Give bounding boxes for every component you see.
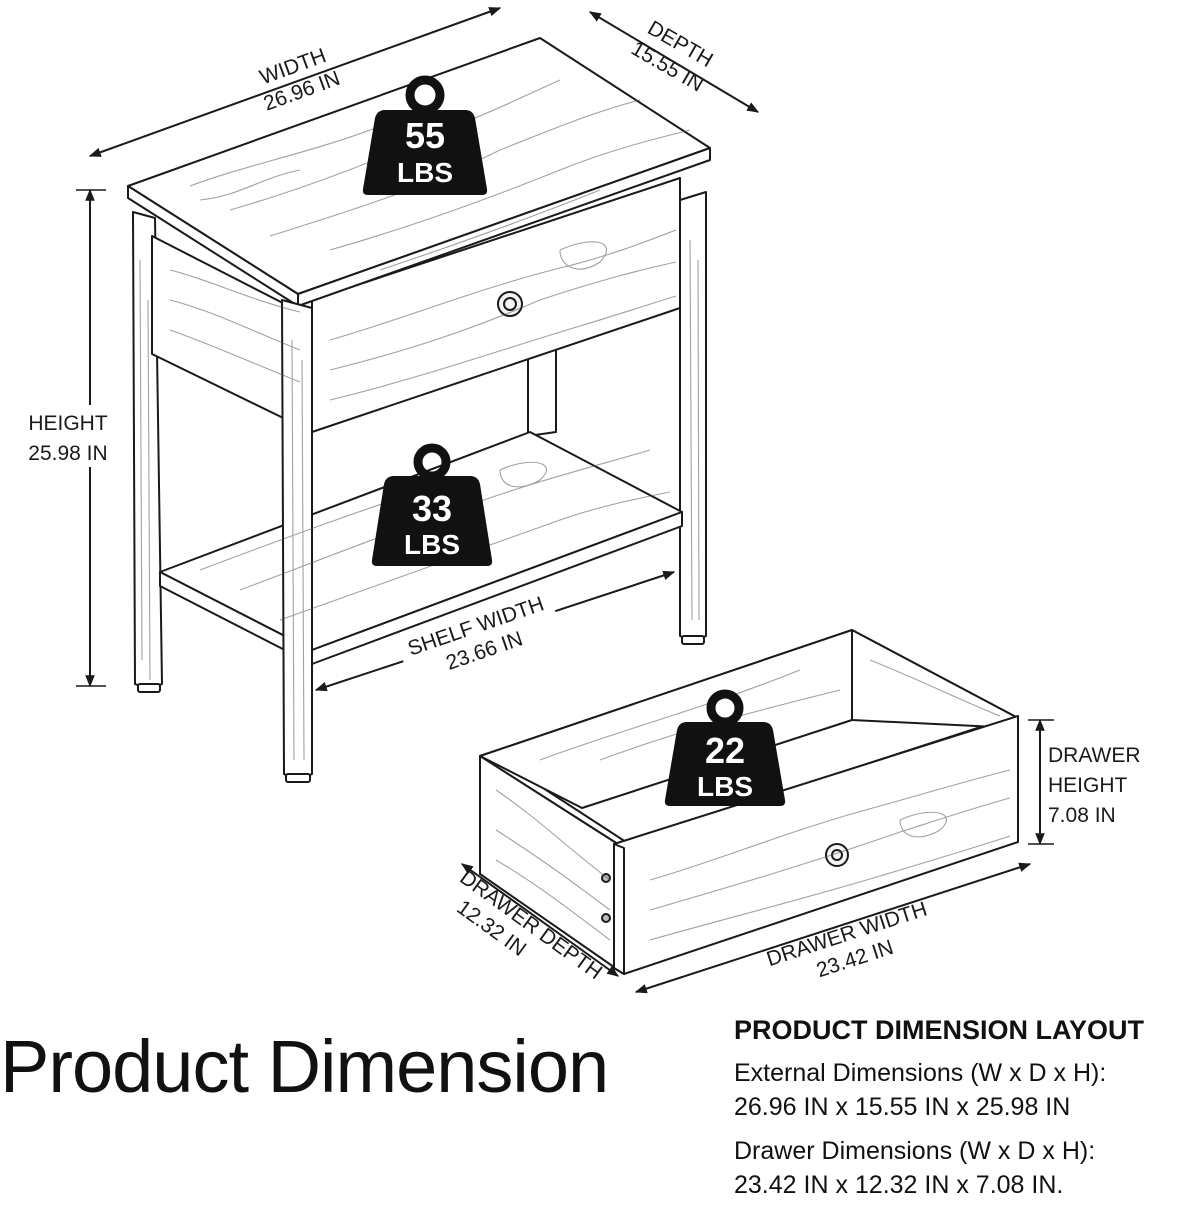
weight-drawer-unit: LBS bbox=[697, 771, 753, 802]
external-dimensions-value: 26.96 IN x 15.55 IN x 25.98 IN bbox=[734, 1093, 1071, 1121]
right-back-leg bbox=[679, 191, 707, 640]
page-title: Product Dimension bbox=[0, 1025, 609, 1108]
dimension-ticks bbox=[76, 189, 1054, 845]
width-label: WIDTH 26.96 IN bbox=[257, 44, 343, 115]
back-leg bbox=[527, 347, 557, 437]
weight-drawer-value: 22 bbox=[705, 730, 745, 771]
drawer-height-label-text-1: DRAWER bbox=[1048, 744, 1141, 767]
drawer-width-arrow bbox=[634, 862, 1032, 994]
drawer-height-label-text-2: HEIGHT bbox=[1048, 774, 1128, 797]
width-arrow bbox=[88, 7, 502, 157]
dimension-lines bbox=[85, 7, 1045, 994]
drawer-knob bbox=[825, 843, 849, 867]
drawer-dimensions-label: Drawer Dimensions (W x D x H): bbox=[734, 1137, 1096, 1165]
depth-arrow bbox=[588, 11, 760, 113]
drawer-height-value-text: 7.08 IN bbox=[1048, 804, 1116, 827]
dimension-layout-panel: PRODUCT DIMENSION LAYOUT External Dimens… bbox=[734, 1015, 1200, 1212]
foot bbox=[137, 683, 161, 693]
foot bbox=[285, 773, 311, 783]
front-leg bbox=[281, 299, 313, 779]
layout-heading: PRODUCT DIMENSION LAYOUT bbox=[734, 1015, 1145, 1045]
weight-icon-drawer: 22 LBS bbox=[664, 689, 786, 806]
height-label-text: HEIGHT bbox=[28, 412, 108, 435]
weight-shelf-unit: LBS bbox=[404, 529, 460, 560]
external-dimensions: External Dimensions (W x D x H): 26.96 I… bbox=[734, 1056, 1200, 1124]
weight-icon-top: 55 LBS bbox=[362, 75, 488, 195]
weight-icon-shelf: 33 LBS bbox=[371, 443, 493, 566]
screw bbox=[601, 913, 611, 923]
weight-top-value: 55 bbox=[405, 115, 445, 156]
drawer-depth-arrow bbox=[461, 863, 619, 977]
weight-top-unit: LBS bbox=[397, 157, 453, 188]
depth-label: DEPTH 15.55 IN bbox=[627, 16, 717, 96]
drawer-dimensions: Drawer Dimensions (W x D x H): 23.42 IN … bbox=[734, 1134, 1200, 1202]
height-label: HEIGHT 25.98 IN bbox=[16, 405, 120, 467]
drawer-height-label: DRAWER HEIGHT 7.08 IN bbox=[1048, 744, 1141, 827]
external-dimensions-label: External Dimensions (W x D x H): bbox=[734, 1059, 1107, 1087]
drawer-dimensions-value: 23.42 IN x 12.32 IN x 7.08 IN. bbox=[734, 1171, 1064, 1199]
foot bbox=[681, 635, 705, 645]
height-value-text: 25.98 IN bbox=[28, 442, 107, 465]
weight-shelf-value: 33 bbox=[412, 488, 452, 529]
